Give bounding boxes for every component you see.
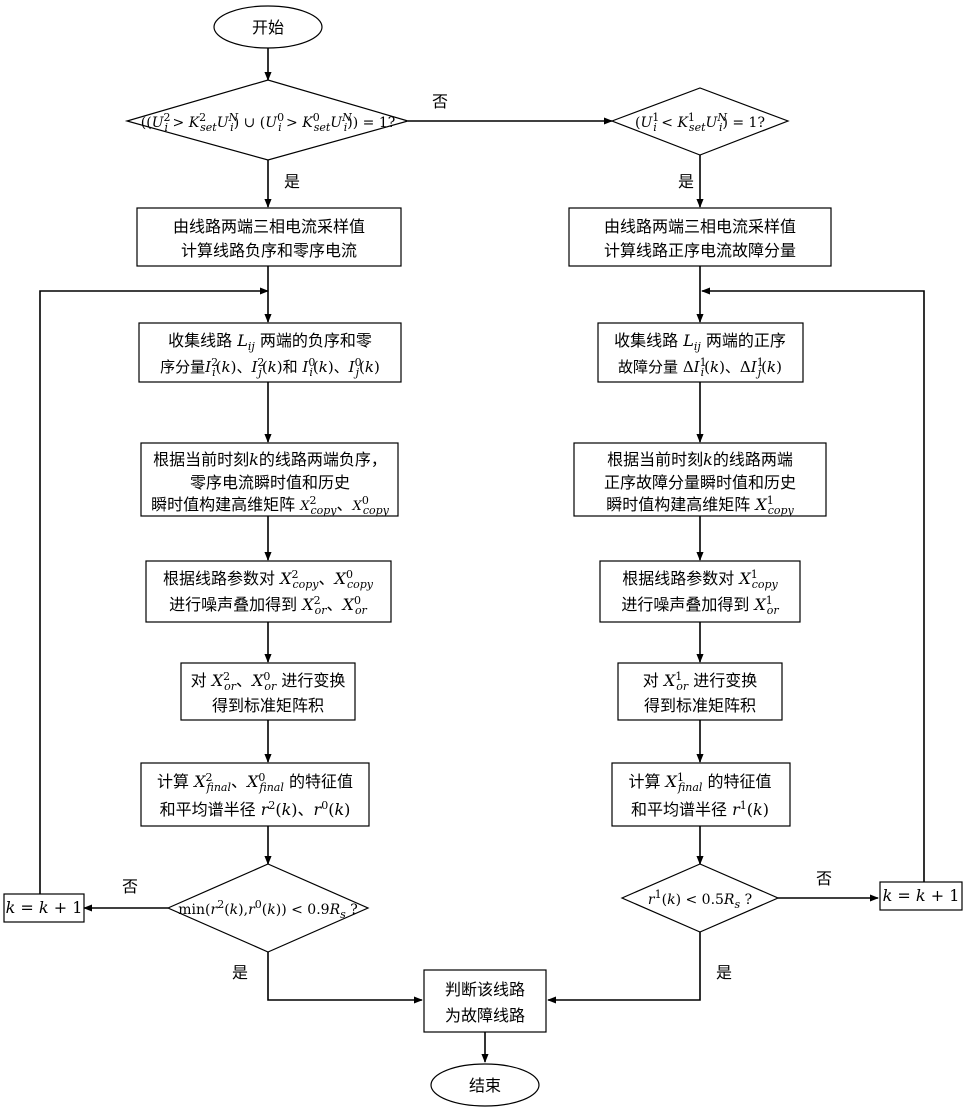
start-node: 开始 [214,6,322,48]
left-collect-line2: 序分量I2i(k)、I2j(k)和 I0i(k)、I0j(k) [160,356,380,379]
right-collect-box: 收集线路 Lij 两端的正序 故障分量 ΔI1i(k)、ΔI1j(k) [598,323,803,382]
judge-line1: 判断该线路 [445,980,525,999]
label-no-top: 否 [432,92,448,111]
label-yes-left-cond: 是 [284,172,300,191]
right-transform-line2: 得到标准矩阵积 [644,696,756,715]
left-eigen-line1: 计算 X2final、X0final 的特征值 [157,771,353,794]
right-collect-line2: 故障分量 ΔI1i(k)、ΔI1j(k) [618,356,782,379]
right-collect-line1: 收集线路 Lij 两端的正序 [614,331,786,353]
left-noise-box: 根据线路参数对 X2copy、X0copy 进行噪声叠加得到 X2or、X0or [146,561,391,622]
right-noise-box: 根据线路参数对 X1copy 进行噪声叠加得到 X1or [600,561,800,622]
left-check-decision: min(r2(k),r0(k)) < 0.9Rs ? [168,864,368,952]
right-matrix-line2: 正序故障分量瞬时值和历史 [604,473,796,492]
left-collect-box: 收集线路 Lij 两端的负序和零 序分量I2i(k)、I2j(k)和 I0i(k… [139,323,401,382]
label-no-left-check: 否 [122,877,138,896]
right-check-decision: r1(k) < 0.5Rs ? [622,864,778,932]
condition-left-decision: ((U2i > K2setUNi) ∪ (U0i > K0setUNi)) = … [127,80,408,160]
left-calc-line2: 计算线路负序和零序电流 [181,241,357,260]
left-collect-line1: 收集线路 Lij 两端的负序和零 [168,331,372,353]
right-increment-text: k = k + 1 [883,886,960,905]
left-matrix-line1: 根据当前时刻k的线路两端负序， [153,450,387,469]
label-no-right-check: 否 [816,869,832,888]
right-noise-line1: 根据线路参数对 X1copy [622,568,778,591]
right-increment-box: k = k + 1 [880,882,962,910]
left-increment-text: k = k + 1 [6,898,83,917]
left-transform-line1: 对 X2or、X0or 进行变换 [191,670,346,693]
left-noise-line2: 进行噪声叠加得到 X2or、X0or [169,594,367,617]
end-text: 结束 [469,1076,501,1095]
judge-box: 判断该线路 为故障线路 [424,970,546,1032]
condition-left-text: ((U2i > K2setUNi) ∪ (U0i > K0setUNi)) = … [141,111,395,134]
right-matrix-line3: 瞬时值构建高维矩阵 X1copy [606,494,794,517]
left-calc-line1: 由线路两端三相电流采样值 [173,217,365,236]
right-matrix-box: 根据当前时刻k的线路两端 正序故障分量瞬时值和历史 瞬时值构建高维矩阵 X1co… [574,443,826,517]
start-text: 开始 [252,18,284,37]
judge-line2: 为故障线路 [445,1006,525,1025]
left-matrix-box: 根据当前时刻k的线路两端负序， 零序电流瞬时值和历史 瞬时值构建高维矩阵 X2c… [141,443,398,517]
right-matrix-line1: 根据当前时刻k的线路两端 [607,450,793,469]
right-transform-box: 对 X1or 进行变换 得到标准矩阵积 [618,663,782,720]
left-transform-line2: 得到标准矩阵积 [212,696,324,715]
right-calc-box: 由线路两端三相电流采样值 计算线路正序电流故障分量 [569,208,831,266]
left-calc-box: 由线路两端三相电流采样值 计算线路负序和零序电流 [137,208,401,266]
label-yes-right-check: 是 [716,963,732,982]
right-noise-line2: 进行噪声叠加得到 X1or [621,594,779,617]
label-yes-left-check: 是 [232,963,248,982]
left-check-text: min(r2(k),r0(k)) < 0.9Rs ? [178,898,357,921]
left-transform-box: 对 X2or、X0or 进行变换 得到标准矩阵积 [181,663,355,720]
edge-rcheck-judge-yes [548,932,700,1000]
left-noise-line1: 根据线路参数对 X2copy、X0copy [163,568,374,591]
label-yes-right-cond: 是 [678,172,694,191]
left-increment-box: k = k + 1 [4,894,84,922]
left-eigen-box: 计算 X2final、X0final 的特征值 和平均谱半径 r2(k)、r0(… [141,763,369,826]
left-matrix-line2: 零序电流瞬时值和历史 [190,473,350,492]
right-eigen-line2: 和平均谱半径 r1(k) [631,799,769,819]
end-node: 结束 [431,1064,539,1106]
right-transform-line1: 对 X1or 进行变换 [643,670,757,693]
right-calc-line1: 由线路两端三相电流采样值 [604,217,796,236]
right-calc-line2: 计算线路正序电流故障分量 [604,241,796,260]
edge-lcheck-judge-yes [268,952,422,1000]
right-eigen-box: 计算 X1final 的特征值 和平均谱半径 r1(k) [612,763,790,826]
condition-right-decision: (U1i < K1setUNi) = 1? [612,88,788,155]
